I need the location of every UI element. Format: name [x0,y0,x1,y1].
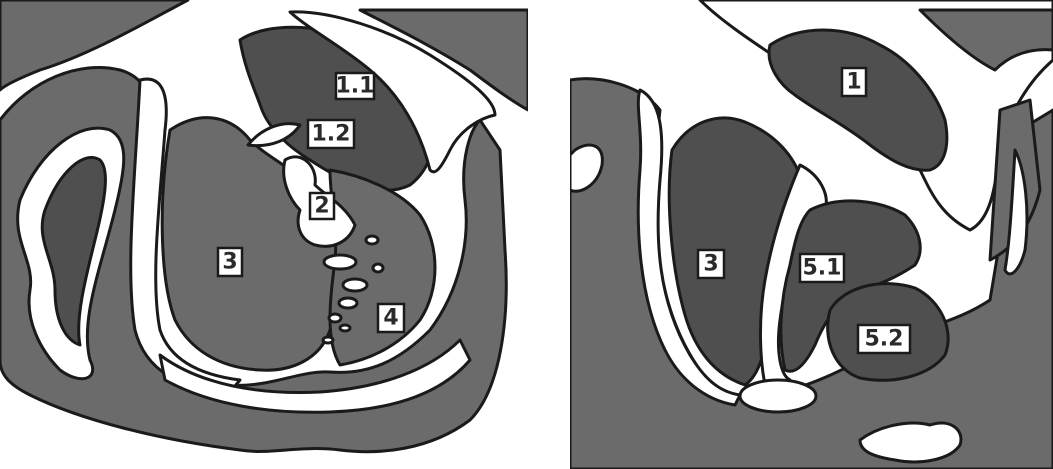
label-1-right: 1 [842,68,866,96]
label-1-1: 1.1 [336,73,375,99]
left-white-fragment [373,264,383,272]
label-3-left-text: 3 [222,250,237,275]
left-white-fragment [366,236,378,244]
label-5-2-text: 5.2 [865,327,904,352]
left-white-fragment [323,337,333,343]
left-white-fragment [339,298,357,308]
label-1-right-text: 1 [846,70,861,95]
label-5-2: 5.2 [858,325,910,353]
left-white-fragment [329,314,341,322]
left-white-fragment [343,279,367,291]
left-white-fragment [340,325,350,331]
right-panel: 1 3 5.1 5.2 [570,0,1053,469]
label-1-2: 1.2 [308,120,354,148]
label-4-text: 4 [383,306,398,331]
label-1-1-text: 1.1 [336,74,375,99]
label-2-text: 2 [314,194,329,219]
label-1-2-text: 1.2 [312,122,351,147]
label-5-1: 5.1 [800,254,844,282]
right-white-ellipse-base [740,380,816,412]
left-white-fragment [324,255,356,269]
label-3-left: 3 [218,248,242,276]
label-2: 2 [310,193,334,219]
label-3-right-text: 3 [703,252,718,277]
panel-gap [528,0,570,469]
label-5-1-text: 5.1 [803,256,842,281]
left-panel: 1.1 1.2 2 3 4 [0,0,528,469]
label-4: 4 [378,304,404,332]
label-3-right: 3 [698,250,724,278]
